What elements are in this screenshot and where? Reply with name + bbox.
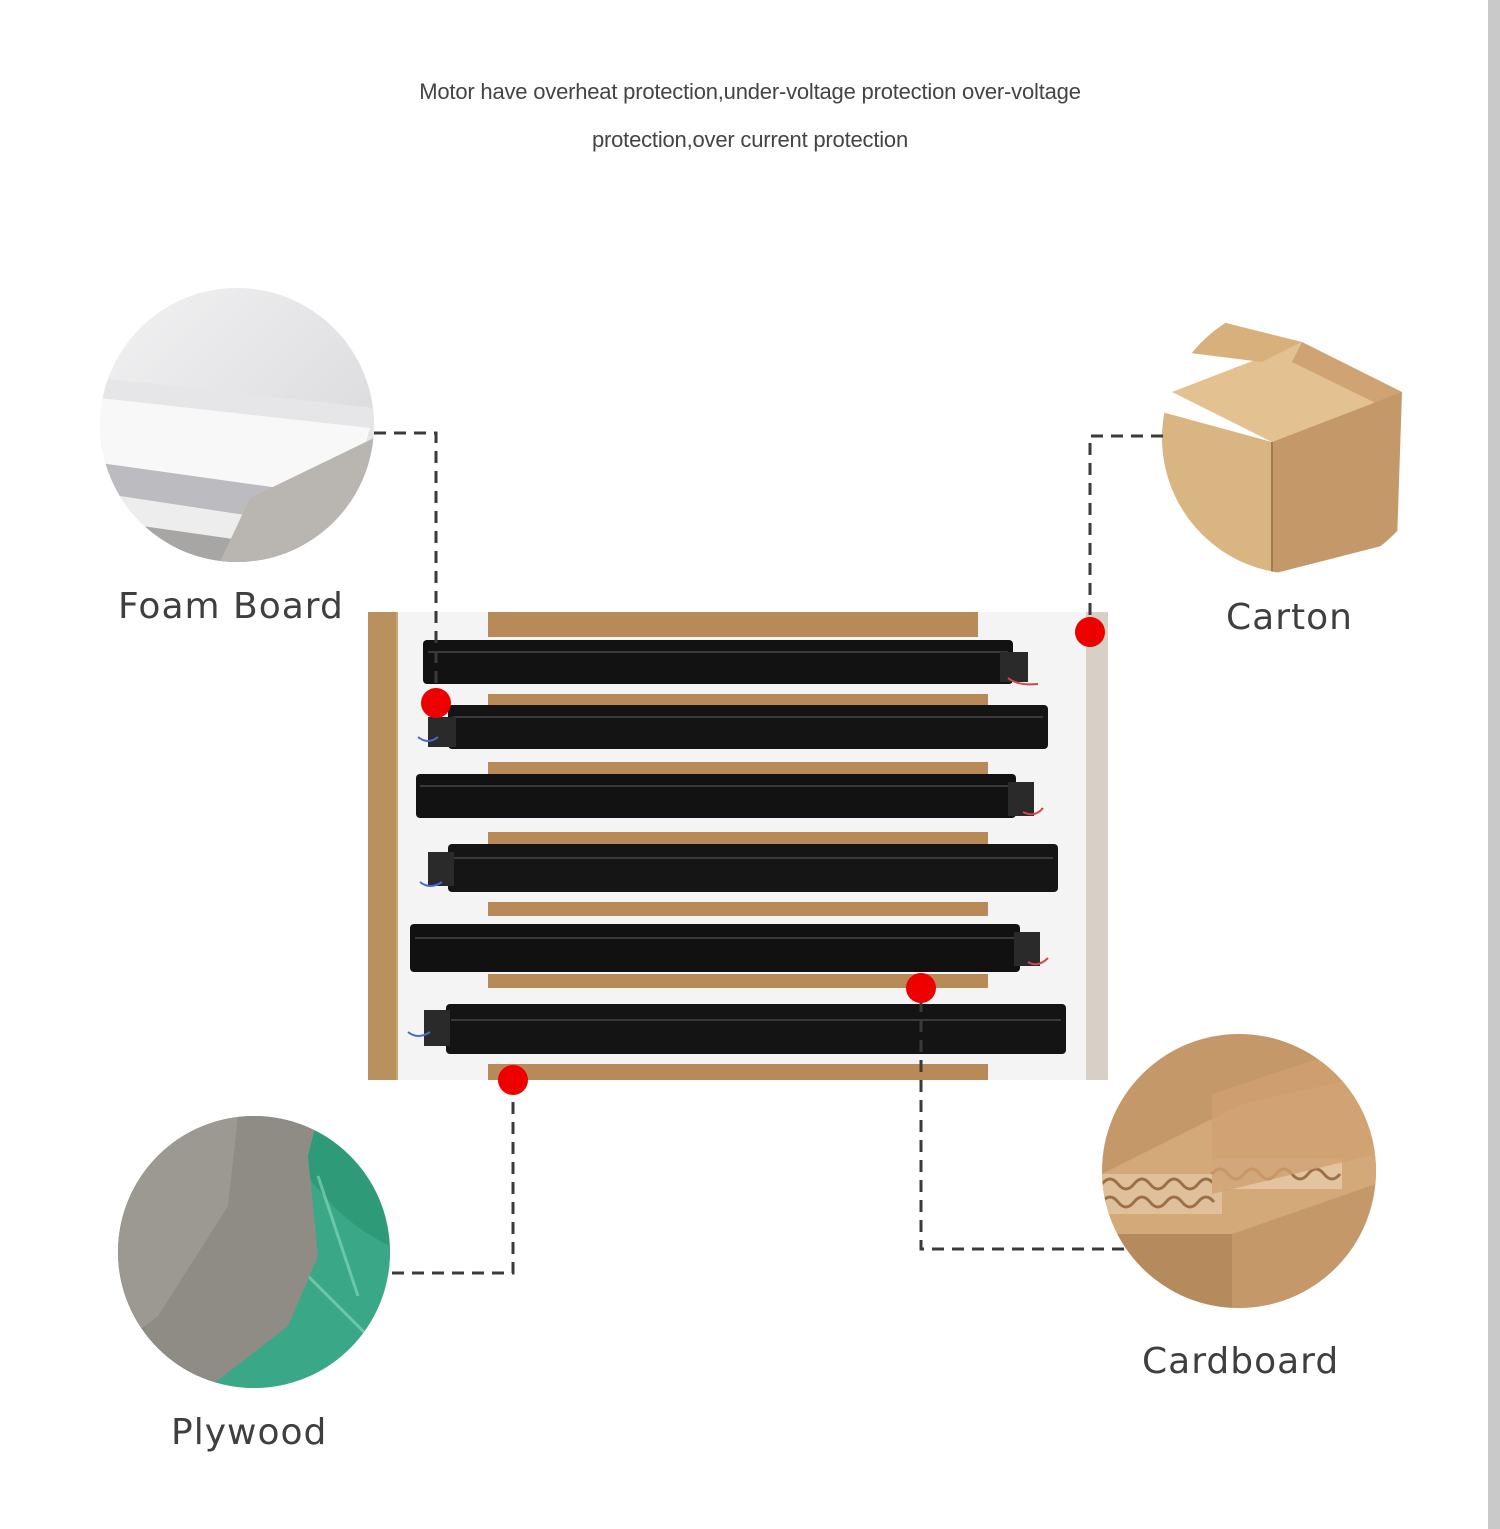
plywood-label: Plywood [171,1412,328,1453]
carton-image [1162,302,1434,574]
plywood-connector [392,1080,515,1275]
cardboard-label: Cardboard [1142,1341,1340,1382]
headline: Motor have overheat protection,under-vol… [250,68,1250,164]
carton-label: Carton [1226,597,1353,638]
headline-line-2: protection,over current protection [591,127,909,152]
carton-connector [1088,434,1163,632]
page-right-edge [1488,0,1500,1529]
plywood-image [118,1116,390,1388]
foam-board-image [100,288,374,562]
foam-board-label: Foam Board [118,586,344,627]
packed-product-photo [368,612,1108,1080]
headline-line-1: Motor have overheat protection,under-vol… [419,79,1081,104]
cardboard-image [1102,1034,1376,1308]
